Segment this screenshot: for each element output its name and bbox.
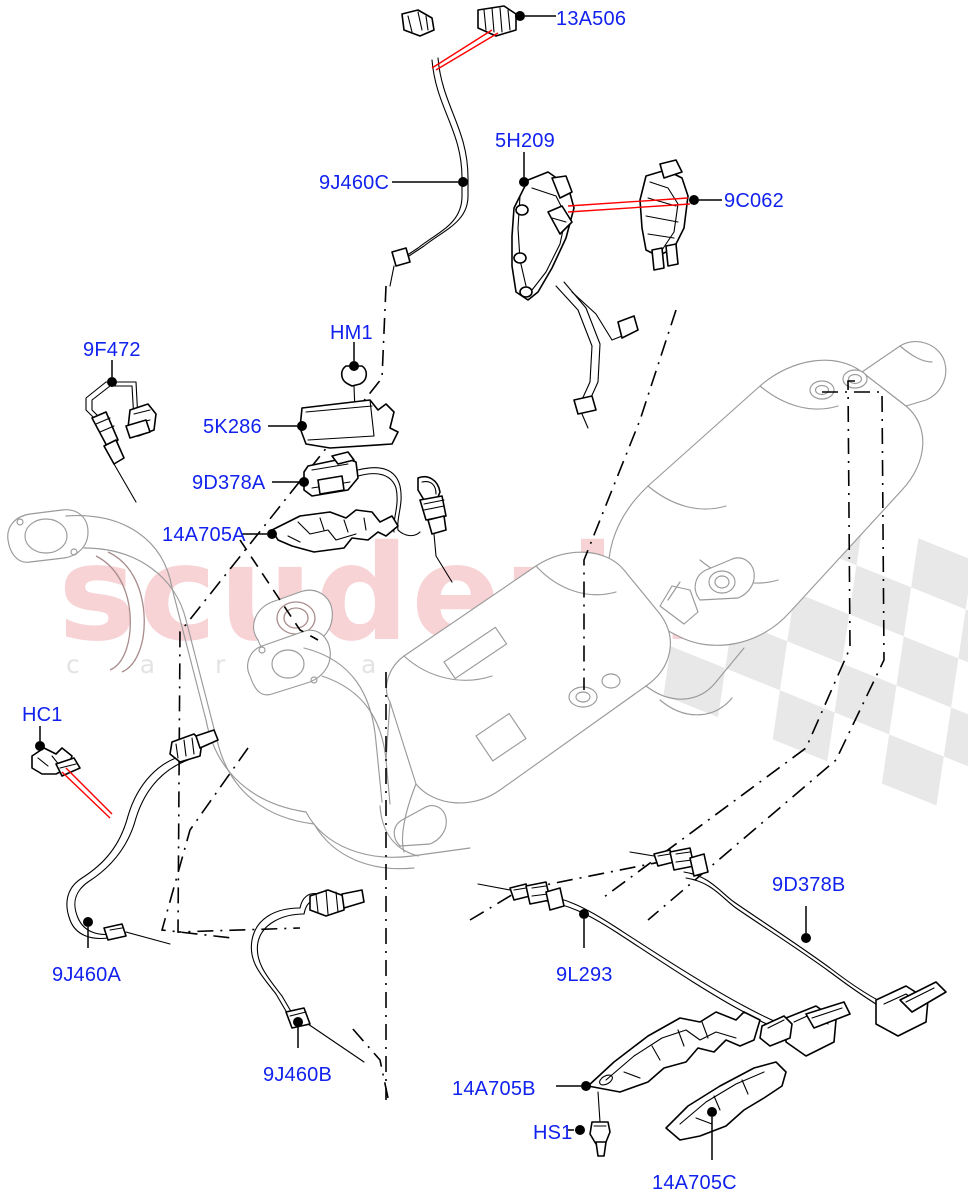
part-label-HS1[interactable]: HS1: [533, 1122, 573, 1144]
lower-bundle-tabs: [759, 1015, 793, 1047]
part-14A705C-bracket: [665, 1061, 787, 1160]
part-label-9J460C[interactable]: 9J460C: [319, 172, 390, 194]
part-label-HC1[interactable]: HC1: [22, 704, 63, 726]
part-5H209-bracket: [511, 152, 639, 429]
part-label-9L293[interactable]: 9L293: [556, 964, 613, 986]
part-label-9J460A[interactable]: 9J460A: [52, 964, 122, 986]
part-label-14A705A[interactable]: 14A705A: [162, 524, 246, 546]
part-label-5H209[interactable]: 5H209: [495, 130, 555, 152]
part-label-9J460B[interactable]: 9J460B: [263, 1064, 333, 1086]
part-5K286-heat-shield: [268, 399, 399, 449]
part-9L293-and-9D378B-sensor-leads: [477, 847, 947, 1057]
part-9F472-sensor: [85, 360, 157, 503]
part-9D378A-oxygen-sensor: [272, 451, 453, 583]
part-label-14A705C[interactable]: 14A705C: [652, 1172, 737, 1194]
part-HM1-stud: [340, 342, 368, 437]
part-9J460A-lead: [66, 729, 219, 948]
part-label-13A506[interactable]: 13A506: [556, 8, 627, 30]
part-9J460B-lead: [250, 889, 365, 1063]
part-HC1-clip: [31, 726, 113, 819]
part-label-9D378A[interactable]: 9D378A: [192, 472, 266, 494]
installation-reference-lines: [160, 285, 885, 1100]
part-9C062-solenoid-valve: [567, 159, 722, 271]
part-label-9D378B[interactable]: 9D378B: [772, 874, 846, 896]
part-14A705A-bracket: [242, 509, 399, 553]
part-label-9F472[interactable]: 9F472: [83, 339, 141, 361]
part-HS1-bolt: [568, 1121, 611, 1157]
part-9J460C-sensor-lead: [389, 5, 556, 287]
part-label-HM1[interactable]: HM1: [330, 322, 373, 344]
part-label-14A705B[interactable]: 14A705B: [452, 1078, 536, 1100]
part-label-9C062[interactable]: 9C062: [724, 190, 784, 212]
exhaust-assembly-outline: [7, 341, 947, 870]
part-14A705B-bracket: [556, 1011, 761, 1123]
part-label-5K286[interactable]: 5K286: [203, 416, 262, 438]
